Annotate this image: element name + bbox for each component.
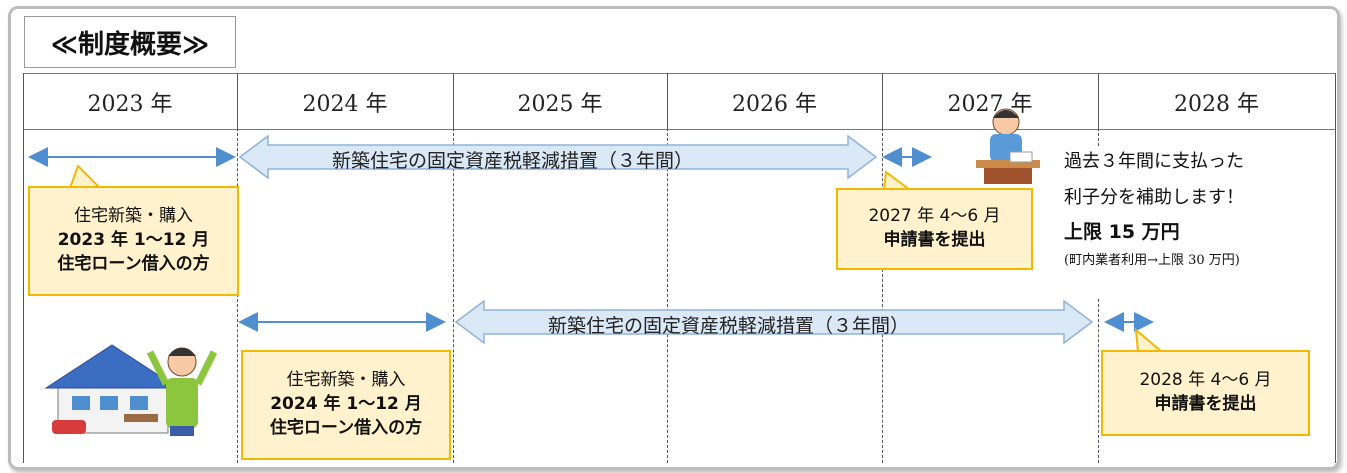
column-divider xyxy=(453,128,454,463)
subsidy-limit-note: (町内業者利用→上限 30 万円) xyxy=(1064,253,1240,268)
column-divider xyxy=(23,73,24,463)
subsidy-limit: 上限 15 万円 xyxy=(1064,221,1180,243)
tax-reduction-label: 新築住宅の固定資産税軽減措置（３年間） xyxy=(548,315,910,337)
callout-line: 申請書を提出 xyxy=(883,230,986,250)
year-label: 2024 年 xyxy=(302,91,388,117)
tax-reduction-band-arrow-1 xyxy=(238,134,878,180)
tax-reduction-band-arrow-2 xyxy=(454,299,1094,345)
column-divider xyxy=(667,128,668,463)
column-divider xyxy=(453,73,454,128)
year-label: 2026 年 xyxy=(732,91,817,117)
column-divider xyxy=(1098,73,1099,128)
year-label: 2023 年 xyxy=(87,91,173,117)
callout-line: 2023 年 1～12 月 xyxy=(57,230,210,251)
callout-line: 住宅ローン借入の方 xyxy=(57,253,210,274)
callout-line: 住宅新築・購入 xyxy=(286,370,406,391)
callout-line: 2027 年 4～6 月 xyxy=(868,206,1001,227)
column-divider xyxy=(237,73,238,128)
house-with-person-illustration xyxy=(44,344,218,436)
column-divider xyxy=(882,73,883,128)
callout-pointer xyxy=(68,164,103,189)
purchase-callout-2024: 住宅新築・購入 2024 年 1～12 月 住宅ローン借入の方 xyxy=(241,350,451,460)
callout-line: 2024 年 1～12 月 xyxy=(270,394,422,415)
note-line: 過去３年間に支払った xyxy=(1064,151,1244,172)
callout-pointer xyxy=(1134,327,1165,353)
column-divider xyxy=(1335,73,1336,463)
callout-line: 申請書を提出 xyxy=(1154,394,1257,414)
subsidy-note: 過去３年間に支払った 利子分を補助します！ 上限 15 万円 (町内業者利用→上… xyxy=(1064,147,1304,297)
year-label: 2027 年 xyxy=(947,91,1033,117)
year-header-row: 2023 年 2024 年 2025 年 2026 年 2027 年 2028 … xyxy=(23,73,1335,130)
apply-callout-2028: 2028 年 4～6 月 申請書を提出 xyxy=(1101,350,1310,436)
column-divider xyxy=(667,73,668,128)
purchase-callout-2023: 住宅新築・購入 2023 年 1～12 月 住宅ローン借入の方 xyxy=(28,186,239,296)
note-line: 利子分を補助します！ xyxy=(1064,187,1244,208)
year-label: 2025 年 xyxy=(517,91,603,117)
column-divider xyxy=(882,128,883,463)
apply-callout-2027: 2027 年 4～6 月 申請書を提出 xyxy=(836,188,1033,270)
person-at-desk-illustration xyxy=(976,108,1040,184)
year-label: 2028 年 xyxy=(1174,91,1259,117)
tax-reduction-label: 新築住宅の固定資産税軽減措置（３年間） xyxy=(332,150,694,172)
diagram-title: ≪制度概要≫ xyxy=(24,16,236,68)
callout-line: 住宅ローン借入の方 xyxy=(269,417,423,438)
callout-line: 住宅新築・購入 xyxy=(74,206,193,227)
callout-line: 2028 年 4～6 月 xyxy=(1139,370,1272,391)
